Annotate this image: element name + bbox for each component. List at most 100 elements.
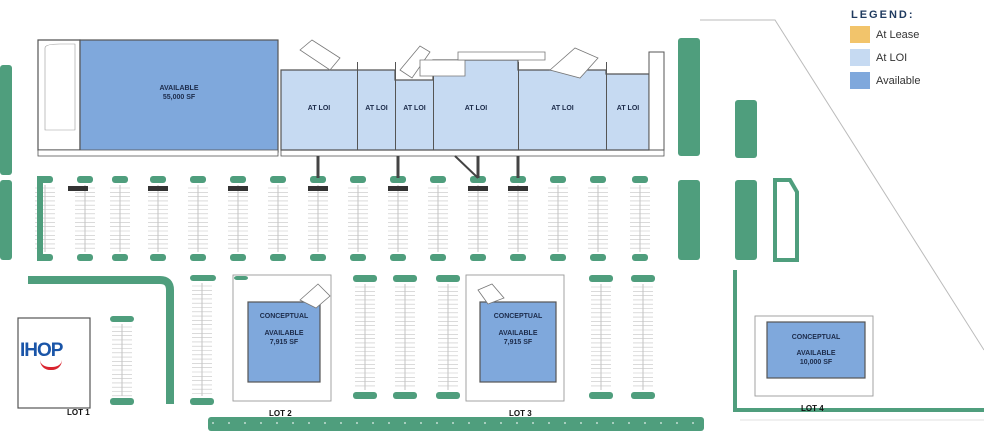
landscape-right-4 xyxy=(735,180,757,260)
lot-4-label: LOT 4 xyxy=(801,404,824,413)
legend-title: LEGEND: xyxy=(851,9,915,21)
landscape-bottom-strip xyxy=(208,417,704,431)
landscape-lot1-island xyxy=(110,398,134,405)
pedestrian-walk-diagonal xyxy=(454,155,479,179)
loading-dock xyxy=(299,39,341,71)
parking-island-top xyxy=(590,176,606,183)
anchor-service-area xyxy=(37,39,81,151)
parking-island-top xyxy=(77,176,93,183)
parking-island-top xyxy=(310,176,326,183)
parking-island-top xyxy=(430,176,446,183)
parking-island-bottom xyxy=(230,254,246,261)
landscape-right-2 xyxy=(735,100,757,158)
parking-island-top xyxy=(470,176,486,183)
shops-end-service xyxy=(648,51,665,151)
shop-2-label: AT LOI xyxy=(365,104,388,112)
anchor-size: 55,000 SF xyxy=(162,94,196,101)
parking-island-lower-bottom xyxy=(353,392,377,399)
parking-island-top xyxy=(230,176,246,183)
pad-lot3-tag: CONCEPTUAL xyxy=(493,313,543,320)
landscape-lot1-edge xyxy=(28,276,174,404)
pad-lot2-status: AVAILABLE xyxy=(264,330,304,337)
landscape-lot1-island xyxy=(110,316,134,322)
parking-island-top xyxy=(510,176,526,183)
legend-item-at-lease: At Lease xyxy=(850,26,919,43)
landscape-lot1-island-3 xyxy=(190,398,214,405)
lot-2-label: LOT 2 xyxy=(269,409,292,418)
loading-dock xyxy=(419,59,466,77)
parking-island-lower-bottom xyxy=(436,392,460,399)
parking-island-lower-bottom xyxy=(631,392,655,399)
pad-lot2-size: 7,915 SF xyxy=(269,339,299,346)
loading-dock xyxy=(549,47,599,79)
crosswalk-bar xyxy=(68,186,88,191)
crosswalk-bar xyxy=(148,186,168,191)
shop-3-label: AT LOI xyxy=(403,104,426,112)
parking-island-lower-bottom xyxy=(393,392,417,399)
landscape-right-1 xyxy=(678,38,700,156)
legend-label-at-loi: At LOI xyxy=(876,51,908,64)
parking-island-top xyxy=(632,176,648,183)
crosswalk-bar xyxy=(388,186,408,191)
landscape-lot4-edge xyxy=(733,270,984,412)
lot3-drive-thru xyxy=(477,283,505,305)
parking-island-bottom xyxy=(77,254,93,261)
lot2-pad-building xyxy=(247,301,321,383)
pad-lot4-status: AVAILABLE xyxy=(796,350,836,357)
landscape-left-bottom xyxy=(0,180,12,260)
legend-swatch-at-lease xyxy=(850,26,870,43)
legend-swatch-available xyxy=(850,72,870,89)
anchor-status: AVAILABLE xyxy=(159,85,199,92)
parking-island-bottom xyxy=(632,254,648,261)
shop-6-label: AT LOI xyxy=(616,104,640,112)
loading-dock xyxy=(399,45,431,79)
pad-lot4-size: 10,000 SF xyxy=(799,359,833,366)
pad-lot3-label: CONCEPTUAL AVAILABLE 7,915 SF xyxy=(480,312,556,362)
landscape-right-3 xyxy=(678,180,700,260)
anchor-label: AVAILABLE 55,000 SF xyxy=(80,78,278,108)
lot-1-label: LOT 1 xyxy=(67,408,90,417)
pad-lot3-size: 7,915 SF xyxy=(503,339,533,346)
landscape-pad xyxy=(234,276,248,280)
anchor-service-detail xyxy=(44,43,76,131)
parking-island-lower-top xyxy=(631,275,655,282)
legend-item-at-loi: At LOI xyxy=(850,49,907,66)
anchor-building xyxy=(79,39,279,153)
parking-island-bottom xyxy=(510,254,526,261)
parking-island-top xyxy=(270,176,286,183)
legend-swatch-at-loi xyxy=(850,49,870,66)
pad-lot3-status: AVAILABLE xyxy=(498,330,538,337)
legend-label-available: Available xyxy=(876,74,921,87)
pad-lot4-tag: CONCEPTUAL xyxy=(791,334,841,341)
ihop-logo: IHOP xyxy=(20,340,63,361)
parking-island-top xyxy=(150,176,166,183)
pad-lot2-label: CONCEPTUAL AVAILABLE 7,915 SF xyxy=(248,312,320,362)
lot2-drive-thru xyxy=(299,283,331,309)
road-edge-line xyxy=(700,19,984,351)
legend-item-available: Available xyxy=(850,72,920,89)
parking-island-lower-bottom xyxy=(589,392,613,399)
landscape-right-5 xyxy=(773,178,799,262)
parking-island-top xyxy=(390,176,406,183)
parking-island-lower-top xyxy=(393,275,417,282)
loading-dock xyxy=(457,51,546,61)
landscape-lot1-island-2 xyxy=(190,275,216,281)
crosswalk-bar xyxy=(228,186,248,191)
parking-island-top xyxy=(190,176,206,183)
landscape-left-top xyxy=(0,65,12,175)
parking-island-lower-top xyxy=(589,275,613,282)
parking-island-bottom xyxy=(590,254,606,261)
parking-island-bottom xyxy=(310,254,326,261)
parking-island-top xyxy=(350,176,366,183)
crosswalk-bar xyxy=(508,186,528,191)
parking-island-bottom xyxy=(270,254,286,261)
parking-island-bottom xyxy=(112,254,128,261)
crosswalk-bar xyxy=(468,186,488,191)
parking-island-top xyxy=(550,176,566,183)
anchor-walkway xyxy=(37,149,279,157)
ihop-smile-icon xyxy=(40,360,62,370)
pad-lot4-label: CONCEPTUAL AVAILABLE 10,000 SF xyxy=(767,333,865,373)
parking-island-bottom xyxy=(150,254,166,261)
